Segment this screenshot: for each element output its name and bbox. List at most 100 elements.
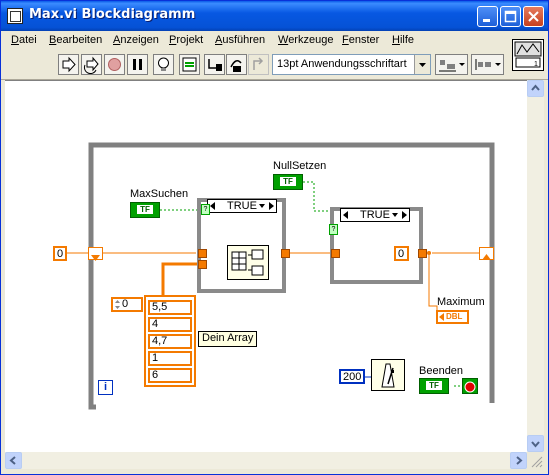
menu-datei[interactable]: Datei (11, 34, 37, 46)
chevron-left-icon (9, 456, 16, 465)
size-grip[interactable] (527, 452, 544, 469)
minimize-button[interactable] (477, 6, 498, 27)
while-loop-border (88, 142, 495, 410)
beenden-control[interactable]: TF (419, 378, 449, 394)
distribute-objects-icon (475, 59, 501, 70)
array-label: Dein Array (198, 331, 258, 347)
index-spinner-icon (115, 300, 120, 309)
maximum-indicator[interactable]: DBL (436, 310, 469, 324)
window-title: Max.vi Blockdiagramm (29, 7, 196, 22)
lightbulb-icon (158, 57, 169, 71)
chevron-up-icon (531, 84, 540, 91)
shift-register-left[interactable] (88, 247, 103, 261)
array-max-min-icon (231, 249, 264, 276)
run-continuously-button[interactable] (81, 54, 102, 75)
horizontal-scrollbar[interactable] (5, 452, 527, 469)
close-icon (528, 11, 539, 22)
pause-button[interactable] (127, 54, 148, 75)
shift-register-down-arrow-icon (91, 255, 100, 261)
scroll-down-button[interactable] (527, 435, 544, 452)
step-out-icon (253, 57, 264, 70)
shift-register-right[interactable] (479, 247, 494, 260)
case2-tunnel-in[interactable] (331, 249, 340, 258)
menu-ausfuehren[interactable]: Ausführen (215, 34, 266, 46)
step-into-icon (208, 59, 222, 71)
shift-register-up-arrow-icon (482, 254, 491, 260)
shift-init-constant[interactable]: 0 (53, 246, 67, 261)
chevron-down-icon[interactable] (414, 55, 430, 74)
menu-hilfe[interactable]: Hilfe (392, 34, 415, 46)
step-over-button[interactable] (226, 54, 247, 75)
case1-selector-terminal[interactable]: ? (201, 204, 210, 215)
font-select[interactable]: 13pt Anwendungsschriftart (272, 54, 431, 75)
vertical-scrollbar[interactable] (527, 80, 544, 452)
case1-tunnel-out[interactable] (281, 249, 290, 258)
maximize-button[interactable] (500, 6, 521, 27)
run-arrow-icon (62, 56, 76, 73)
title-bar[interactable]: Max.vi Blockdiagramm (1, 1, 548, 31)
step-over-icon (230, 60, 242, 72)
chevron-right-icon (516, 456, 523, 465)
retain-wire-values-button[interactable] (179, 54, 200, 75)
close-button[interactable] (523, 6, 544, 27)
array-element[interactable]: 4,7 (148, 334, 192, 349)
scroll-up-button[interactable] (527, 80, 544, 97)
chevron-down-icon (531, 441, 540, 448)
loop-condition-terminal[interactable] (462, 378, 478, 394)
step-into-button[interactable] (204, 54, 225, 75)
array-element[interactable]: 6 (148, 368, 192, 383)
run-continuously-icon (83, 56, 99, 74)
array-wire (161, 262, 201, 297)
block-diagram-canvas[interactable]: 0 MaxSuchen TF NullSetzen TF TRUE ? (5, 80, 527, 453)
case2-zero-constant[interactable]: 0 (394, 246, 409, 261)
indicator-arrow-icon (439, 313, 444, 321)
array-max-min-function[interactable] (227, 245, 269, 280)
step-out-button[interactable] (248, 54, 269, 75)
labview-vi-icon: 1 (514, 41, 542, 68)
array-index-display[interactable]: 0 (111, 297, 143, 312)
case1-array-tunnel[interactable] (198, 260, 207, 269)
array-element[interactable]: 4 (148, 317, 192, 332)
maximize-icon (504, 10, 517, 23)
scroll-right-button[interactable] (510, 452, 527, 469)
toolbar: 13pt Anwendungsschriftart (1, 51, 548, 80)
metronome-icon (381, 363, 395, 388)
menu-anzeigen[interactable]: Anzeigen (113, 34, 159, 46)
resize-grip-icon (531, 456, 543, 468)
wait-ms-function[interactable] (371, 359, 405, 391)
vi-icon[interactable]: 1 (512, 39, 544, 71)
maxsuchen-control[interactable]: TF (130, 202, 160, 218)
menu-bearbeiten[interactable]: Bearbeiten (49, 34, 103, 46)
case1-tunnel-in[interactable] (198, 249, 207, 258)
run-button[interactable] (58, 54, 79, 75)
maxsuchen-label: MaxSuchen (130, 188, 189, 200)
beenden-label: Beenden (419, 365, 464, 377)
array-element[interactable]: 5,5 (148, 300, 192, 315)
menu-projekt[interactable]: Projekt (169, 34, 204, 46)
case2-selector[interactable]: TRUE (340, 208, 410, 222)
nullsetzen-control[interactable]: TF (273, 174, 303, 190)
menu-bar: Datei Bearbeiten Anzeigen Projekt Ausfüh… (1, 31, 548, 51)
case2-tunnel-out[interactable] (418, 249, 427, 258)
labview-app-icon[interactable] (7, 8, 23, 24)
minimize-icon (483, 19, 490, 22)
array-element[interactable]: 1 (148, 351, 192, 366)
distribute-objects-button[interactable] (471, 54, 504, 75)
iteration-terminal[interactable]: i (98, 380, 113, 395)
case2-selector-terminal[interactable]: ? (329, 224, 338, 235)
wait-constant[interactable]: 200 (339, 369, 365, 384)
align-objects-icon (439, 60, 465, 72)
align-objects-button[interactable] (435, 54, 468, 75)
menu-werkzeuge[interactable]: Werkzeuge (278, 34, 334, 46)
menu-fenster[interactable]: Fenster (342, 34, 380, 46)
highlight-execution-button[interactable] (153, 54, 174, 75)
nullsetzen-label: NullSetzen (273, 160, 327, 172)
scroll-left-button[interactable] (5, 452, 22, 469)
pause-icon (133, 59, 142, 70)
stop-condition-icon (464, 381, 476, 393)
maximum-label: Maximum (437, 296, 485, 308)
case1-selector[interactable]: TRUE (207, 199, 277, 213)
abort-button[interactable] (104, 54, 125, 75)
stop-sign-icon (108, 58, 121, 71)
